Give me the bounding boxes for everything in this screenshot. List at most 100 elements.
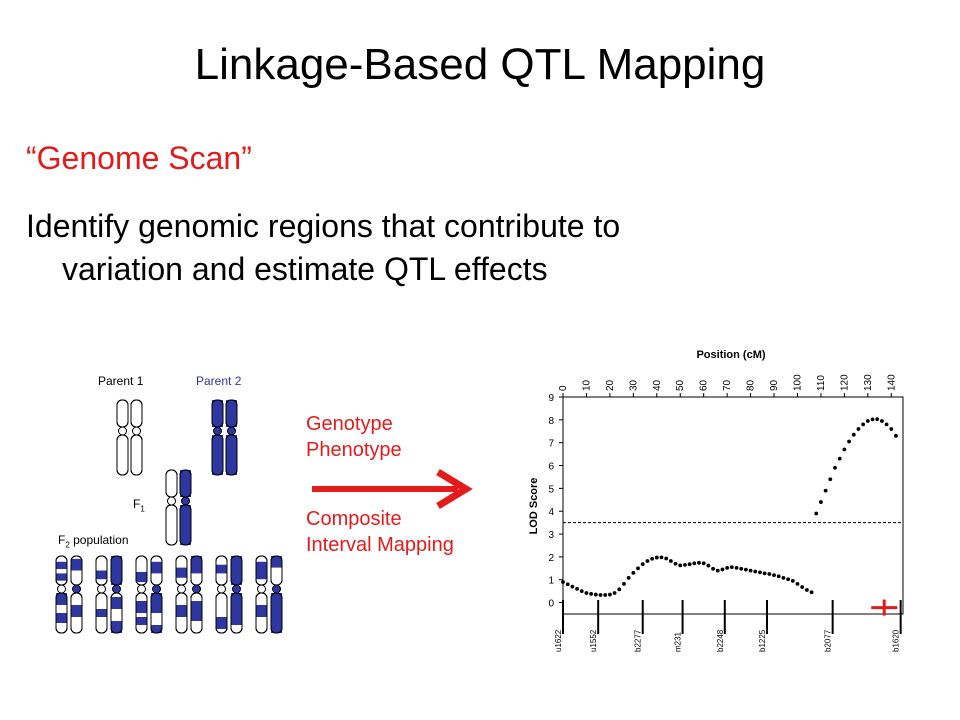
centromere bbox=[177, 584, 186, 594]
lod-point bbox=[589, 591, 594, 596]
f2-chromosome-2b bbox=[110, 555, 123, 634]
cross-diagram bbox=[55, 399, 473, 634]
lod-point bbox=[668, 559, 673, 563]
f1-label: F1 bbox=[133, 497, 145, 513]
lod-point bbox=[603, 593, 608, 597]
lod-point bbox=[729, 565, 734, 570]
lod-point bbox=[847, 439, 851, 444]
lod-point bbox=[814, 511, 819, 516]
marker-label: b1225 bbox=[758, 629, 767, 652]
centromere bbox=[227, 426, 236, 436]
y-tick-label: 5 bbox=[548, 484, 554, 495]
y-tick-label: 3 bbox=[548, 530, 554, 541]
lod-point bbox=[828, 477, 833, 482]
x-tick-label: 0 bbox=[558, 385, 569, 391]
lod-point bbox=[687, 562, 692, 567]
lod-point bbox=[819, 500, 823, 504]
parent1-label: Parent 1 bbox=[98, 374, 144, 388]
x-tick-label: 130 bbox=[863, 374, 874, 391]
lod-point bbox=[861, 422, 866, 427]
lod-point bbox=[851, 432, 856, 437]
y-tick-label: 2 bbox=[548, 553, 554, 564]
x-tick-label: 30 bbox=[628, 379, 639, 391]
x-tick-label: 40 bbox=[652, 379, 663, 391]
lod-point bbox=[879, 419, 884, 423]
lod-point bbox=[617, 587, 622, 592]
f2-suffix: population bbox=[69, 533, 129, 547]
lod-point bbox=[626, 576, 631, 580]
red-arrow bbox=[312, 469, 473, 509]
genotype-phenotype-label: Genotype Phenotype bbox=[306, 412, 402, 463]
lod-point bbox=[673, 561, 678, 566]
lod-point bbox=[650, 556, 655, 561]
centromere bbox=[213, 426, 222, 436]
x-tick-label: 90 bbox=[769, 379, 780, 391]
slide-subhead: “Genome Scan” bbox=[26, 140, 252, 176]
f1-chromosome-b bbox=[179, 469, 192, 546]
lod-point bbox=[776, 574, 781, 579]
lod-point bbox=[561, 580, 565, 584]
x-tick-label: 20 bbox=[605, 379, 616, 391]
lod-point bbox=[659, 555, 664, 560]
f1-chromosome-a bbox=[165, 469, 178, 546]
f2-chromosome-4b bbox=[190, 555, 203, 634]
lod-point bbox=[678, 563, 683, 568]
x-tick-label: 120 bbox=[839, 374, 850, 391]
marker-label: b1620 bbox=[892, 629, 901, 652]
y-tick-label: 4 bbox=[548, 507, 554, 518]
x-tick-label: 110 bbox=[816, 375, 827, 391]
x-tick-label: 70 bbox=[722, 379, 733, 391]
marker-label: u1622 bbox=[554, 629, 563, 652]
lod-point bbox=[762, 571, 767, 576]
lod-point bbox=[706, 563, 711, 568]
y-tick-label: 9 bbox=[548, 393, 554, 404]
method-label: Composite Interval Mapping bbox=[306, 507, 454, 558]
lod-point bbox=[598, 593, 603, 597]
marker-label: u1552 bbox=[589, 629, 598, 652]
x-tick-label: 80 bbox=[746, 379, 757, 391]
lod-point bbox=[725, 565, 730, 570]
lod-point bbox=[748, 568, 753, 573]
lod-point bbox=[715, 568, 720, 573]
centromere bbox=[192, 584, 201, 594]
arrow-head bbox=[436, 469, 473, 509]
lod-point bbox=[833, 465, 837, 470]
parent1-chromosome-a bbox=[116, 399, 129, 476]
marker-label: b2277 bbox=[634, 629, 643, 652]
lod-point bbox=[575, 586, 579, 591]
lod-point bbox=[870, 417, 875, 422]
lod-point bbox=[795, 581, 800, 586]
lod-point bbox=[734, 565, 739, 570]
x-axis-title: Position (cM) bbox=[696, 349, 765, 361]
lod-point bbox=[837, 456, 842, 461]
lod-point bbox=[823, 488, 828, 493]
parent2-chromosome-b bbox=[225, 399, 238, 476]
marker-label: m231 bbox=[674, 631, 683, 652]
genotype-text: Genotype bbox=[306, 413, 393, 435]
x-tick-label: 10 bbox=[581, 379, 592, 391]
lod-point bbox=[570, 584, 575, 589]
y-tick-label: 1 bbox=[548, 576, 554, 587]
lod-point bbox=[786, 577, 791, 582]
lod-point bbox=[593, 592, 598, 597]
f2-chromosome-3b bbox=[150, 555, 163, 634]
lod-point bbox=[579, 589, 584, 594]
x-tick-label: 60 bbox=[699, 379, 710, 391]
body-line-2: variation and estimate QTL effects bbox=[62, 250, 548, 287]
lod-point bbox=[800, 585, 805, 589]
centromere bbox=[118, 426, 127, 436]
y-axis-title: LOD Score bbox=[528, 478, 540, 535]
centromere bbox=[97, 584, 106, 594]
lod-point bbox=[889, 427, 894, 431]
f2-chromosome-2a bbox=[95, 555, 108, 634]
centromere bbox=[232, 584, 241, 594]
lod-point bbox=[790, 578, 795, 583]
centromere bbox=[57, 584, 66, 594]
lod-point bbox=[781, 576, 786, 580]
lod-point bbox=[701, 561, 706, 566]
method-line-2: Interval Mapping bbox=[306, 533, 454, 556]
f2-chromosome-4a bbox=[175, 555, 188, 634]
f2-subscript: 2 bbox=[65, 540, 70, 550]
f2-letter: F bbox=[58, 533, 66, 547]
centromere bbox=[217, 584, 226, 594]
